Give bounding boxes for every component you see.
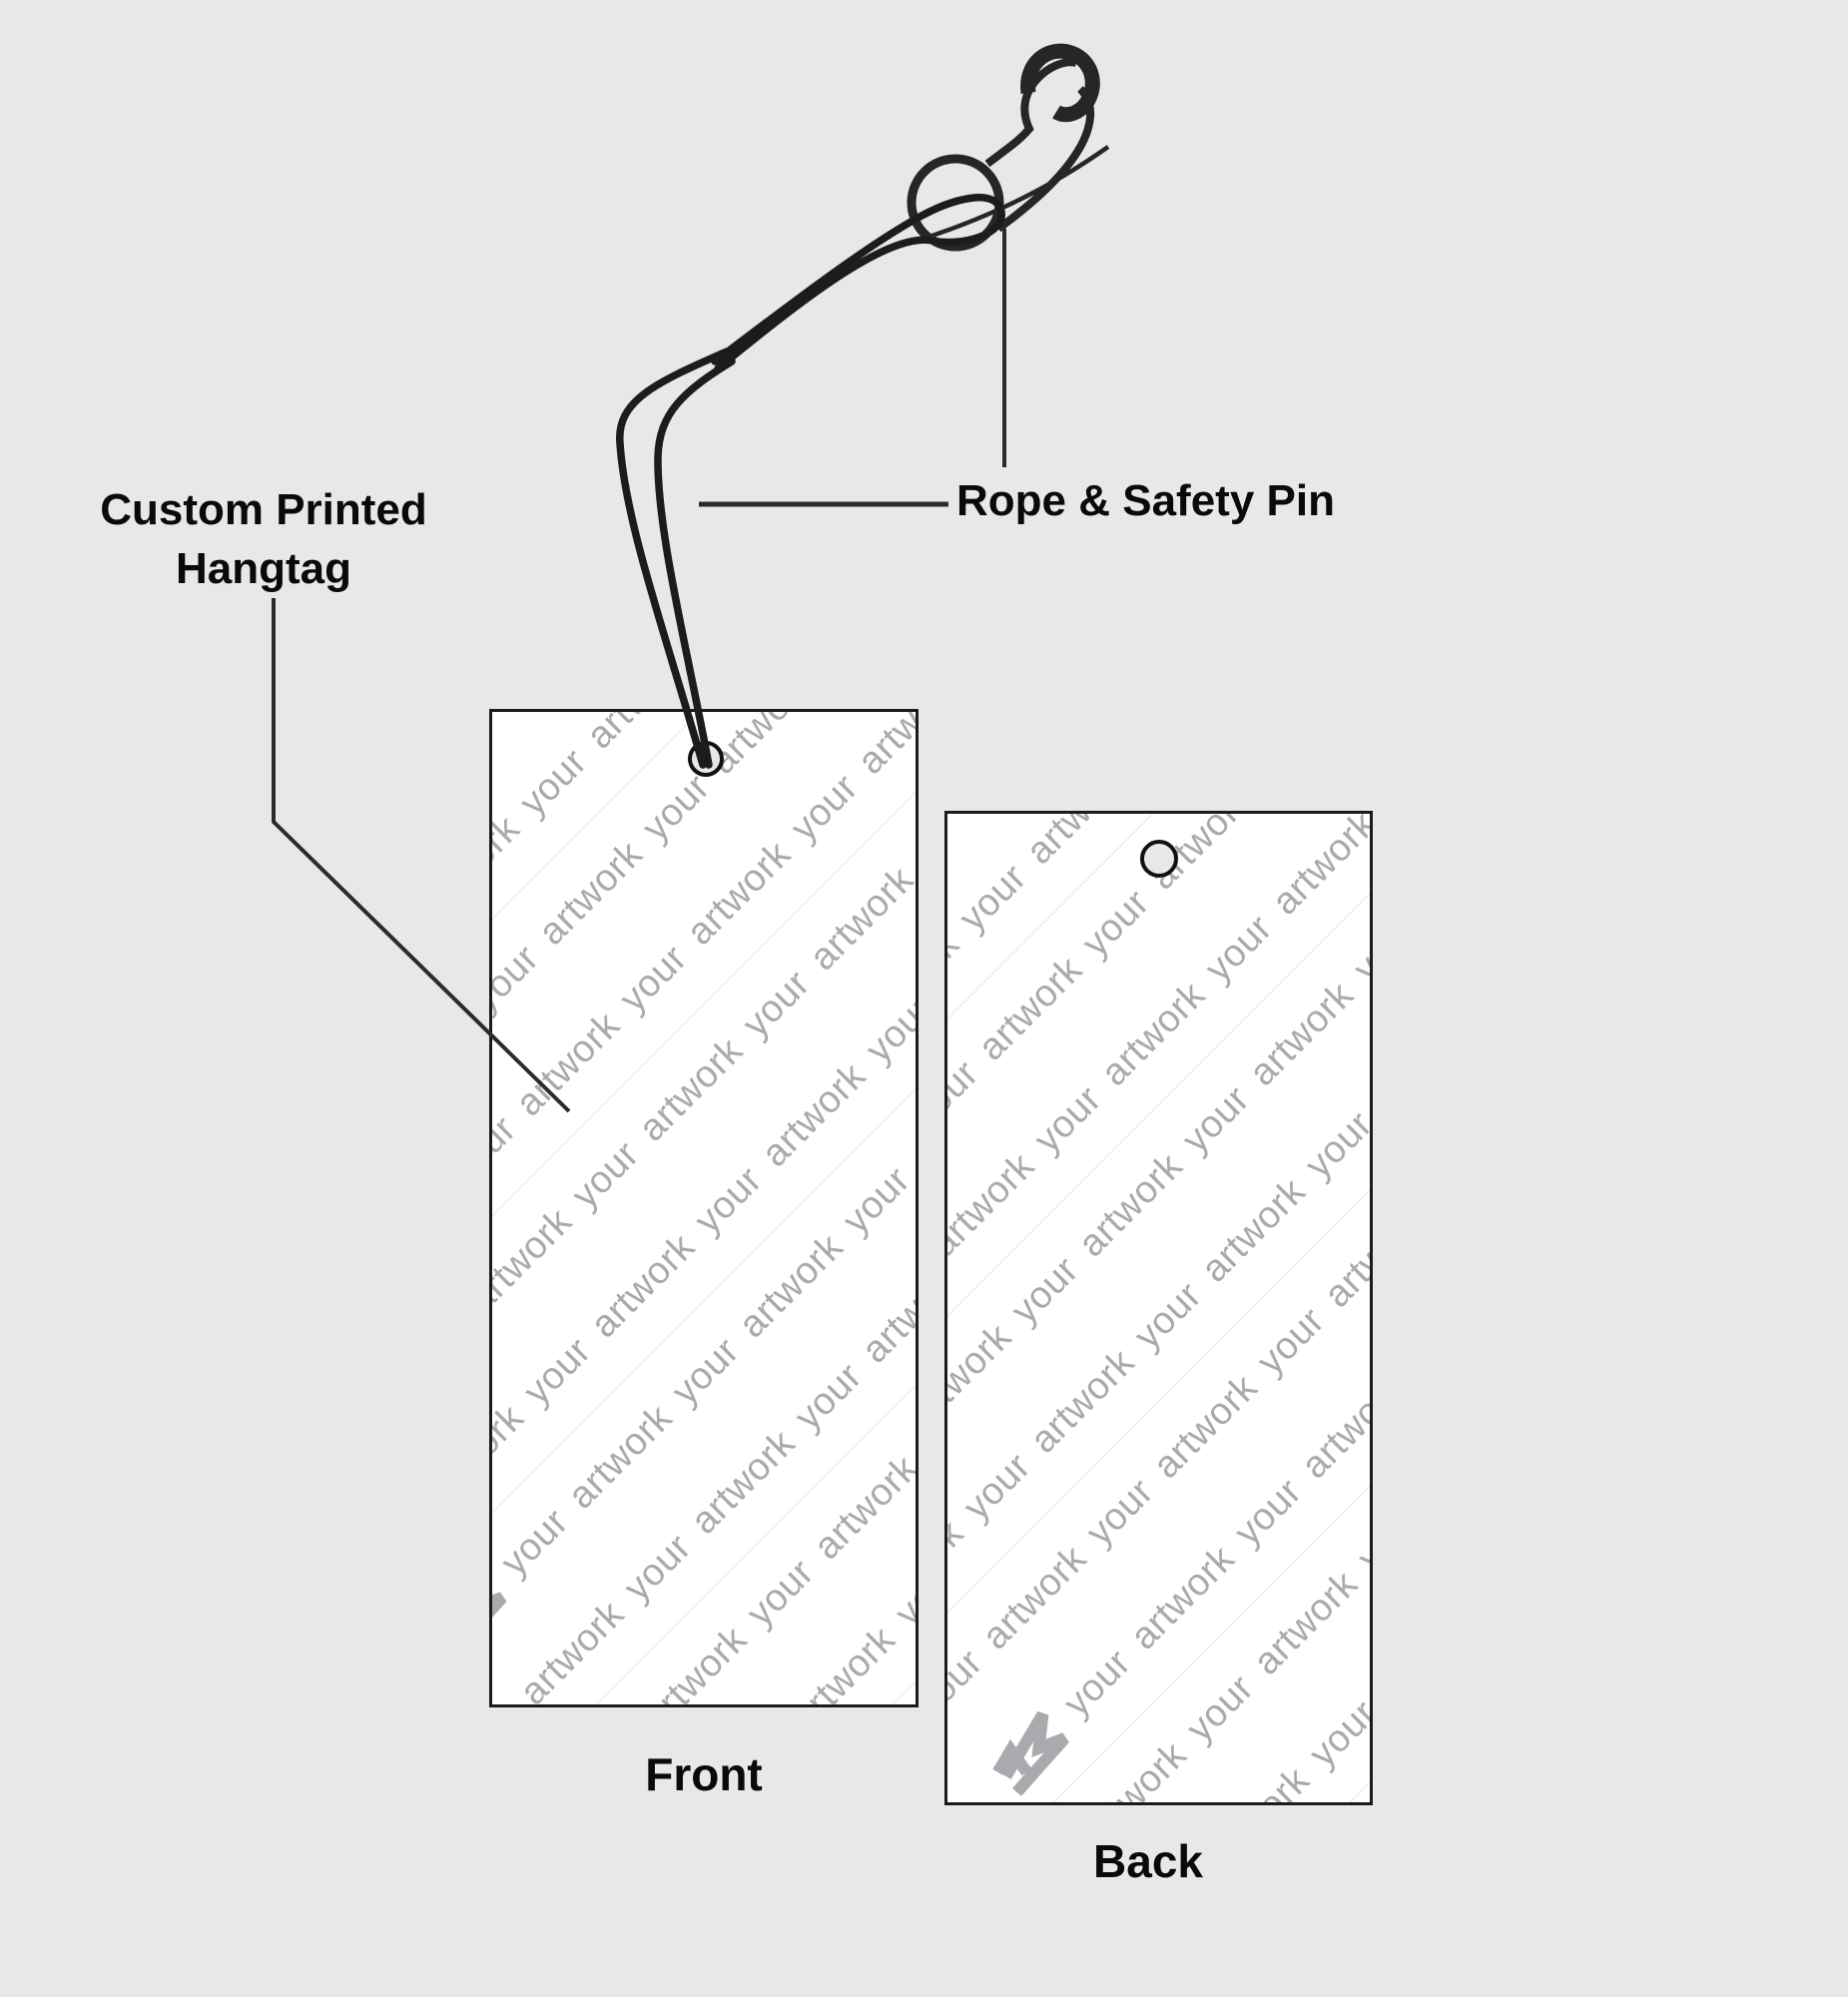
front-tag-caption: Front — [645, 1748, 763, 1800]
front-tag-watermark-pattern: your artwork your artwork your artwork y… — [492, 712, 916, 1704]
rope-safety-pin-label: Rope & Safety Pin — [956, 476, 1335, 525]
rope-line — [616, 194, 1005, 769]
watermark-logo — [980, 1710, 1072, 1798]
safety-pin-icon — [907, 43, 1110, 252]
brand-monogram-icon — [991, 1710, 1068, 1796]
back-tag-watermark-pattern: your artwork your artwork your artwork y… — [947, 814, 1370, 1802]
back-tag-caption: Back — [1093, 1835, 1203, 1887]
hangtag-label-line1: Custom Printed — [100, 485, 427, 534]
watermark-row: your artwork your artwork your artwork y… — [947, 814, 1370, 1802]
front-tag: your artwork your artwork your artwork y… — [489, 709, 919, 1707]
hangtag-label-line2: Hangtag — [176, 544, 351, 593]
back-tag: your artwork your artwork your artwork y… — [944, 811, 1373, 1805]
custom-printed-hangtag-label: Custom Printed Hangtag — [62, 480, 465, 598]
